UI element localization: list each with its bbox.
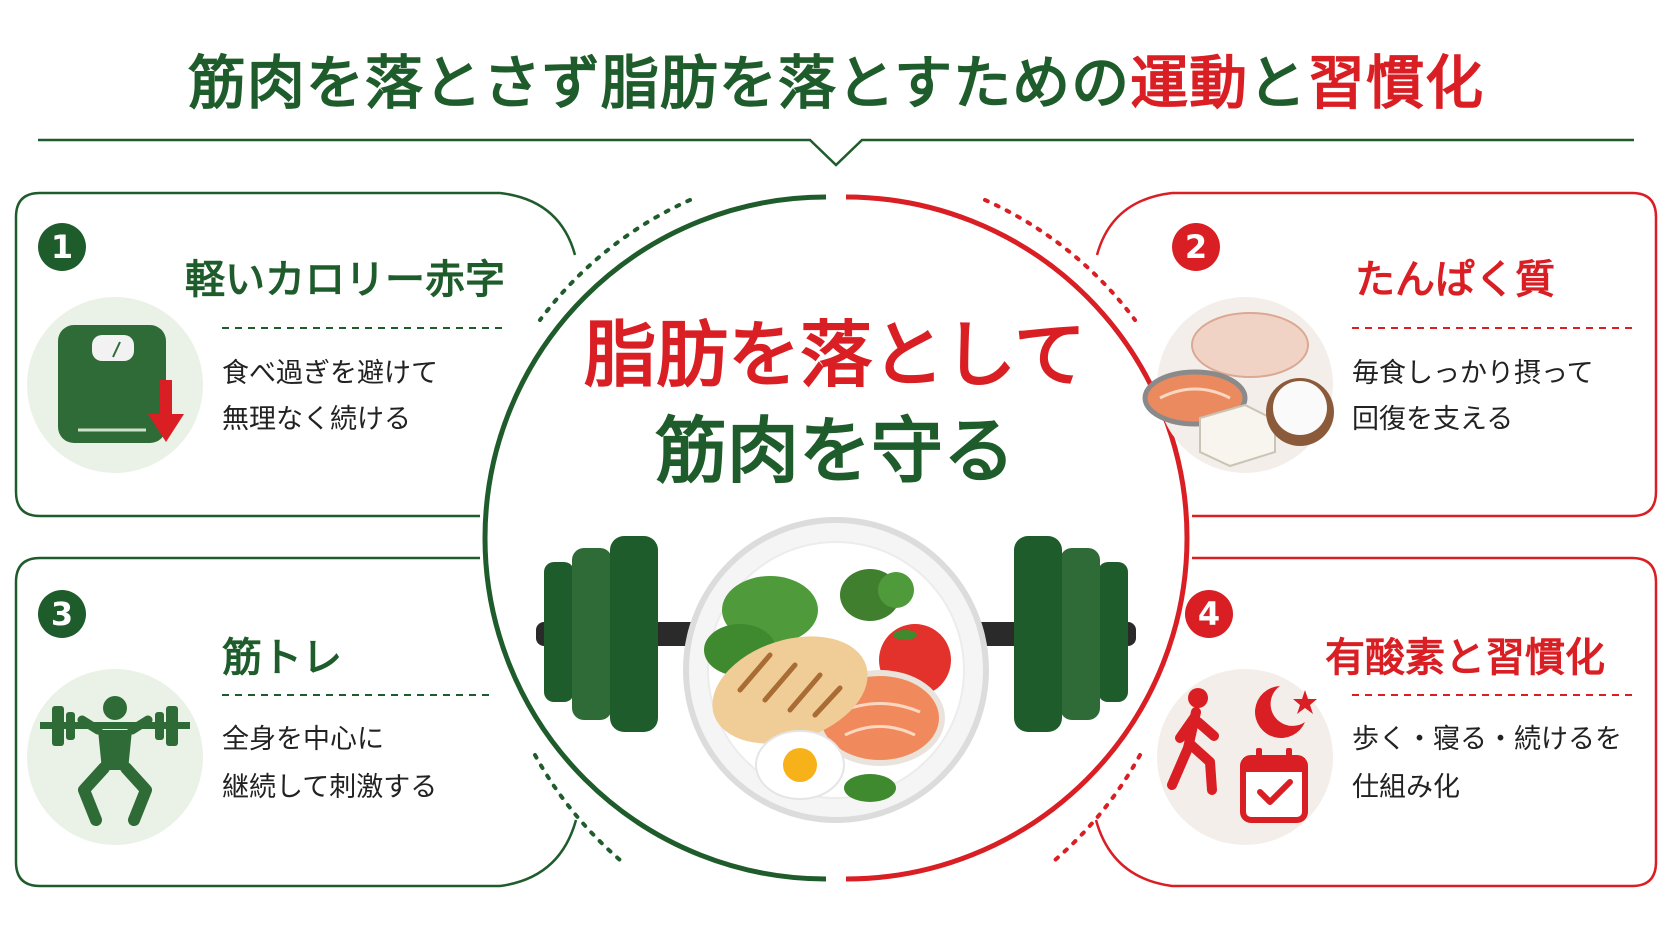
dumbbell-plate-illustration bbox=[536, 517, 1136, 823]
center-heading-muscle: 筋肉を守る bbox=[654, 409, 1015, 493]
card3-heading: 筋トレ bbox=[222, 635, 342, 681]
card2-number-badge: 2 bbox=[1172, 223, 1220, 271]
card3-desc-line1: 全身を中心に bbox=[222, 724, 384, 755]
card2-desc-line1: 毎食しっかり摂って bbox=[1352, 358, 1594, 389]
card4-desc-line2: 仕組み化 bbox=[1352, 772, 1460, 803]
card2-desc-line2: 回復を支える bbox=[1352, 404, 1514, 435]
card3-desc-line2: 継続して刺激する bbox=[222, 772, 438, 803]
title-text: 筋肉を落とさず脂肪を落とすための bbox=[187, 49, 1131, 117]
squat-barbell-icon bbox=[40, 696, 190, 826]
card2-heading: たんぱく質 bbox=[1355, 257, 1555, 303]
card1-heading: 軽いカロリー赤字 bbox=[185, 257, 505, 303]
center-heading-fat: 脂肪を落として bbox=[584, 313, 1086, 397]
card1-desc-line2: 無理なく続ける bbox=[222, 404, 411, 435]
protein-food-icon bbox=[1142, 312, 1334, 468]
title-connector: と bbox=[1248, 49, 1308, 117]
scale-down-icon bbox=[58, 325, 184, 443]
title-highlight-habit: 習慣化 bbox=[1307, 49, 1485, 117]
card4-number-badge: 4 bbox=[1185, 590, 1233, 638]
walk-sleep-calendar-icon bbox=[1167, 686, 1317, 823]
page-title: 筋肉を落とさず脂肪を落とすための運動と習慣化 bbox=[0, 36, 1672, 120]
title-highlight-exercise: 運動 bbox=[1130, 49, 1249, 117]
card3-number-badge: 3 bbox=[38, 590, 86, 638]
card1-desc-line1: 食べ過ぎを避けて bbox=[222, 358, 438, 389]
card1-number-badge: 1 bbox=[38, 223, 86, 271]
card4-heading: 有酸素と習慣化 bbox=[1325, 635, 1605, 681]
card4-desc-line1: 歩く・寝る・続けるを bbox=[1352, 724, 1622, 755]
